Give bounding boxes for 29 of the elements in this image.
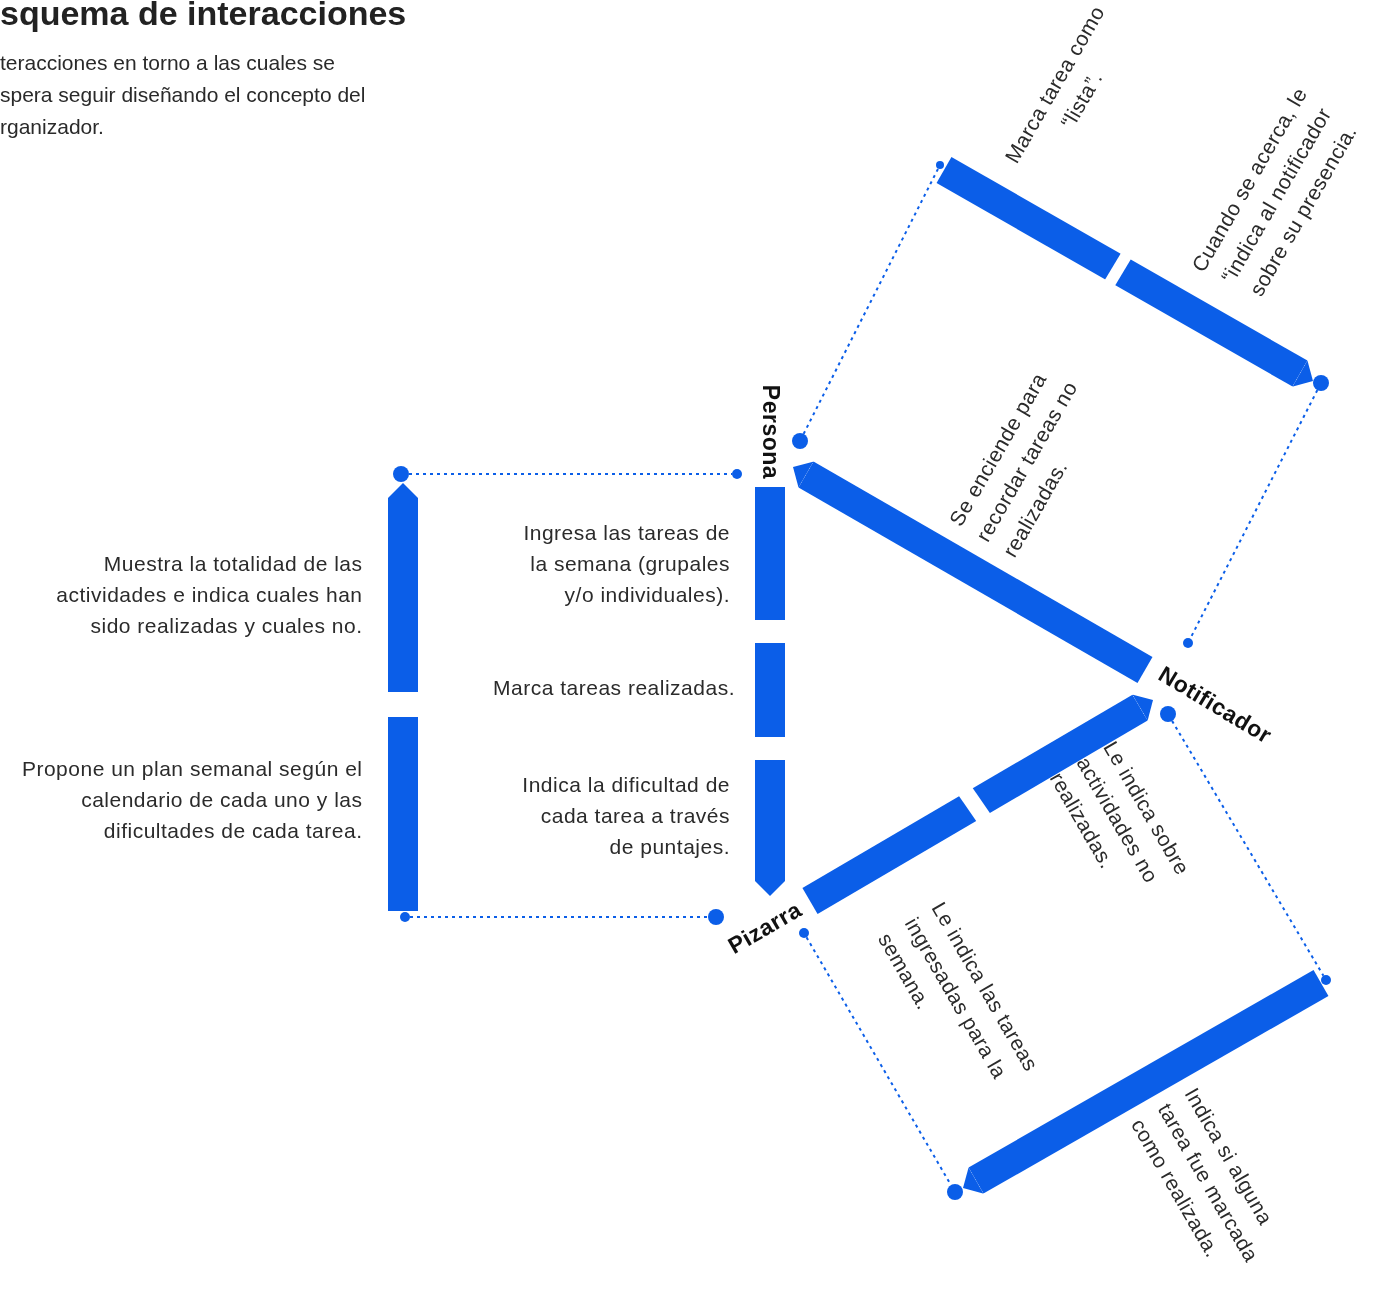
annotation-text: Indica la dificultad de cada tarea a través de puntajes.	[521, 771, 730, 860]
dotted-line	[1171, 719, 1325, 977]
caption-text: teracciones en torno a las cuales se spera seguir diseñando el concepto del rganizador.	[0, 50, 367, 140]
edge-label: Ingresa las tareas de la semana (grupales y/o individuales).	[522, 519, 730, 608]
thick-arrow	[755, 487, 785, 896]
dot-marker	[393, 466, 409, 482]
dot-marker	[947, 1184, 963, 1200]
dot-marker	[936, 161, 944, 169]
dotted-line	[409, 916, 709, 918]
dot-marker	[1321, 975, 1331, 985]
annotation-text: Marca tareas realizadas.	[492, 674, 735, 701]
thick-arrow	[936, 156, 1313, 387]
dotted-line	[802, 167, 940, 435]
annotation-text: Propone un plan semanal según el calendario de cada uno y las dificultades de cada tarea.	[20, 755, 363, 844]
dot-marker	[732, 469, 742, 479]
dotted-line	[408, 473, 733, 475]
dot-marker	[400, 912, 410, 922]
diagram-title: squema de interacciones	[0, 0, 407, 33]
dot-marker	[1313, 375, 1329, 391]
thick-arrow	[963, 970, 1329, 1194]
dot-marker	[708, 909, 724, 925]
thick-arrow	[802, 694, 1153, 914]
dot-marker	[1183, 638, 1193, 648]
dot-marker	[1160, 706, 1176, 722]
thick-arrow	[793, 461, 1153, 683]
dot-marker	[792, 433, 808, 449]
node-label: Persona	[756, 384, 784, 480]
thick-arrow	[388, 483, 418, 911]
edge-label: Muestra la totalidad de las actividades e indica cuales han sido realizadas y cuales no.	[55, 550, 363, 639]
